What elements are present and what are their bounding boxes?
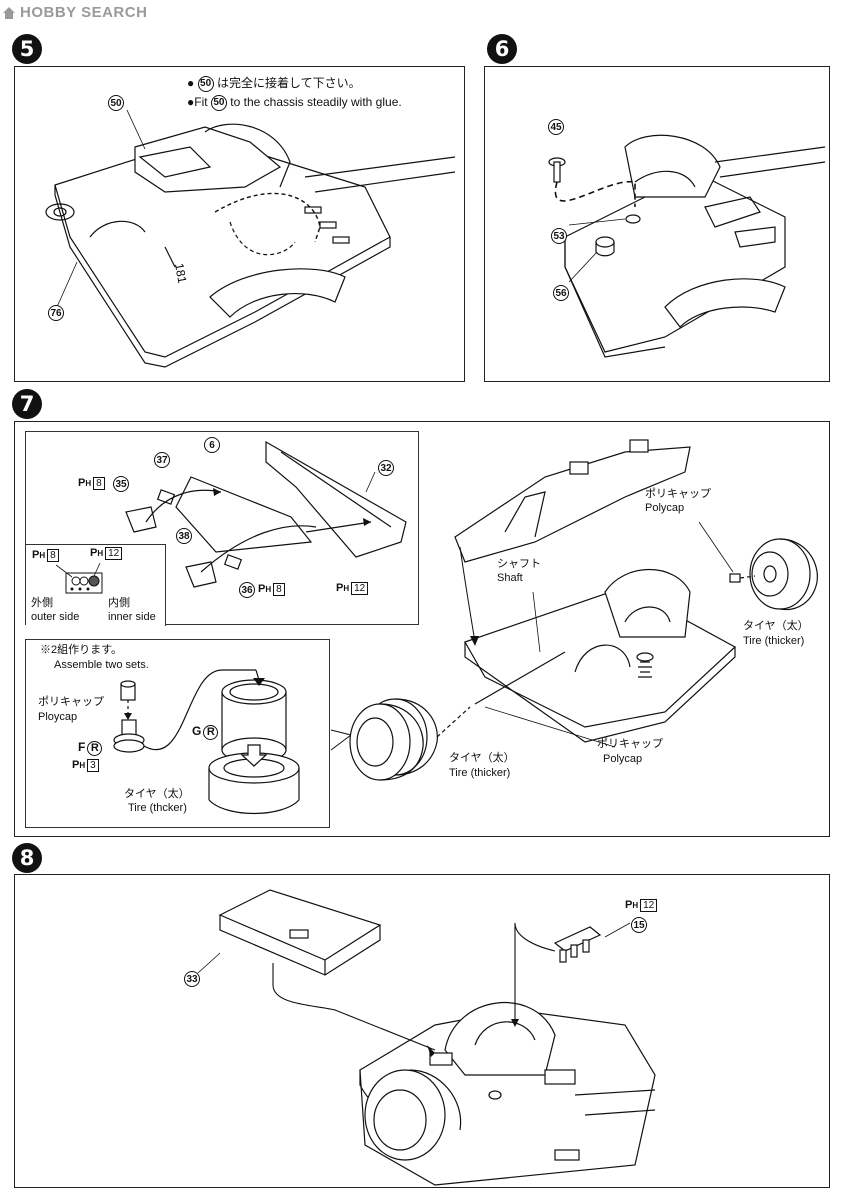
part-number-50: 50 xyxy=(108,95,124,111)
polycap-bottom-label-en: Polycap xyxy=(603,753,643,765)
part-number-15: 15 xyxy=(631,917,647,933)
shaft-label-jp: シャフト xyxy=(497,558,541,570)
step-7-wheel-subassembly: ※2組作ります。 Assemble two sets. xyxy=(25,639,353,828)
step-5-note-jp: ● 50 は完全に接着して下さい。 xyxy=(187,76,361,92)
hobby-search-watermark: HOBBY SEARCH xyxy=(2,4,147,21)
inner-side-label-jp: 内側 xyxy=(108,597,130,609)
part-number-50: 50 xyxy=(197,76,214,92)
outer-side-label-en: outer side xyxy=(31,611,80,623)
tire-right-label-en: Tire (thicker) xyxy=(743,635,805,647)
tire-bottom-label-en: Tire (thicker) xyxy=(449,767,511,779)
part-number-36: 36 xyxy=(239,582,255,598)
decal-sheet-icon xyxy=(55,562,103,594)
part-number-50: 50 xyxy=(210,95,227,111)
rear-tire-left-drawing xyxy=(349,703,424,781)
two-sets-note-en: Assemble two sets. xyxy=(54,659,149,671)
step-6-chassis-drawing xyxy=(548,134,826,358)
step-8-chassis-drawing xyxy=(197,889,656,1186)
inner-side-label-en: inner side xyxy=(108,611,156,623)
two-sets-note-jp: ※2組作ります。 xyxy=(40,644,123,656)
step-5-note-en: ●Fit 50 to the chassis steadily with glu… xyxy=(187,95,402,111)
part-number-56: 56 xyxy=(553,285,569,301)
tire-thicker-label-jp: タイヤ（太） xyxy=(124,788,190,800)
part-number-76: 76 xyxy=(48,305,64,321)
polycap-top-label-en: Polycap xyxy=(645,502,685,514)
tire-right-label-jp: タイヤ（太） xyxy=(743,620,809,632)
svg-text:181: 181 xyxy=(172,262,189,284)
step-5-number: 5 xyxy=(12,34,42,64)
step-5-chassis-drawing: 181 xyxy=(45,109,456,368)
wheel-assembly-drawing xyxy=(113,669,353,814)
outer-side-label-jp: 外側 xyxy=(31,597,53,609)
step-6-panel: 45 53 56 xyxy=(484,66,830,382)
step-6-number: 6 xyxy=(487,34,517,64)
polycap-label-jp: ポリキャップ xyxy=(38,696,104,708)
polycap-top-label-jp: ポリキャップ xyxy=(645,488,711,500)
polycap-label-en: Ploycap xyxy=(38,711,78,723)
tire-bottom-label-jp: タイヤ（太） xyxy=(449,752,515,764)
house-icon xyxy=(3,6,15,19)
step-7-chassis-drawing xyxy=(362,439,818,776)
part-number-37: 37 xyxy=(154,452,170,468)
seat-parts-drawing xyxy=(125,440,407,588)
part-number-33: 33 xyxy=(184,971,200,987)
step-8-number: 8 xyxy=(12,843,42,873)
part-number-6: 6 xyxy=(204,437,220,453)
step-7-number: 7 xyxy=(12,389,42,419)
step-5-panel: 181 ● 50 は完全に接着して下さい。 ●Fit 50 to the cha… xyxy=(14,66,465,382)
polycap-bottom-label-jp: ポリキャップ xyxy=(597,738,663,750)
part-number-35: 35 xyxy=(113,476,129,492)
part-number-45: 45 xyxy=(548,119,564,135)
part-number-38: 38 xyxy=(176,528,192,544)
shaft-label-en: Shaft xyxy=(497,572,523,584)
part-number-32: 32 xyxy=(378,460,394,476)
tire-thicker-label-en: Tire (thcker) xyxy=(128,802,187,814)
part-number-53: 53 xyxy=(551,228,567,244)
